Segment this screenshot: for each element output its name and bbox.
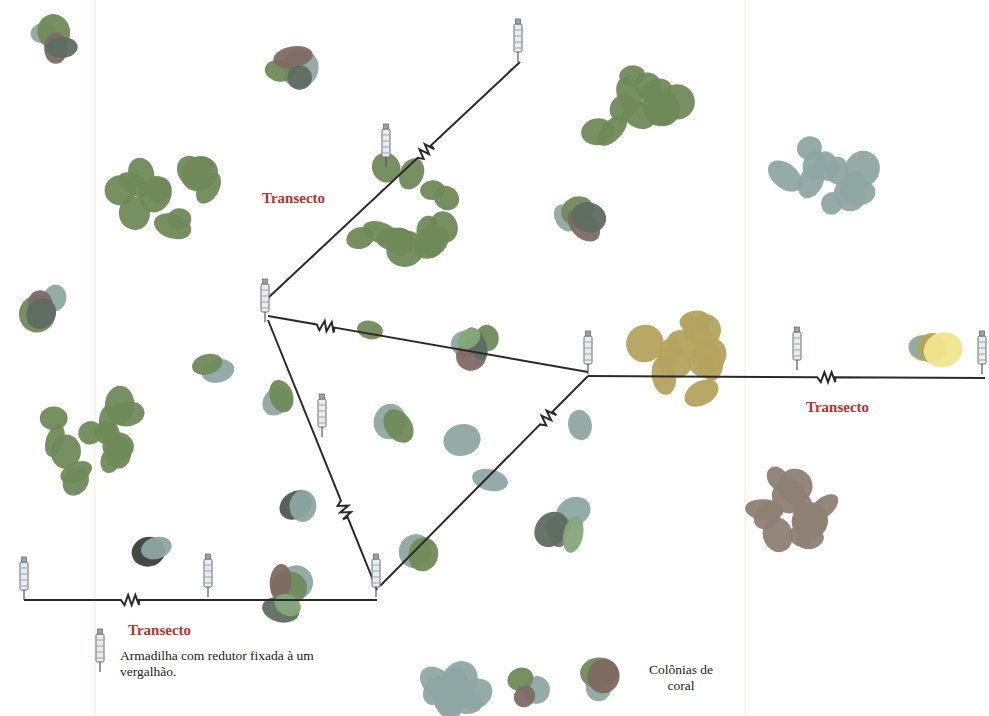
- legend-text: Colônias de coral: [636, 662, 726, 694]
- trap-symbol: [514, 19, 522, 62]
- coral-colony: [762, 462, 793, 495]
- coral-colony: [678, 308, 712, 334]
- coral-colony: [680, 374, 723, 413]
- trap-symbol: [372, 554, 380, 597]
- coral-colony: [584, 656, 622, 696]
- coral-colony: [45, 36, 78, 58]
- coral-colony: [440, 420, 485, 460]
- coral-colony: [579, 116, 615, 147]
- coral-colony: [97, 443, 125, 476]
- transect-label: Transecto: [262, 190, 325, 207]
- coral-colony: [359, 216, 403, 250]
- coral-colony: [108, 399, 146, 428]
- trap-symbol: [20, 557, 28, 600]
- coral-colony: [271, 590, 305, 621]
- coral-colony: [604, 89, 641, 126]
- coral-colony: [509, 681, 539, 711]
- coral-colony: [568, 198, 610, 237]
- coral-colony: [429, 181, 464, 216]
- coral-colony: [762, 154, 808, 198]
- transect-line: [268, 316, 588, 372]
- trap-symbol: [261, 279, 269, 322]
- coral-colony: [138, 533, 174, 563]
- coral-colony: [116, 194, 152, 232]
- coral-colony: [50, 434, 82, 470]
- transect-label: Transecto: [128, 622, 191, 639]
- transect-line: [268, 62, 520, 298]
- coral-colony: [20, 292, 62, 335]
- trap-symbol: [793, 327, 801, 370]
- coral-colony: [274, 484, 318, 525]
- coral-colony: [191, 168, 226, 208]
- transect-line: [268, 320, 377, 590]
- trap-symbol: [204, 554, 212, 597]
- coral-colony: [282, 60, 317, 95]
- coral-colony: [355, 318, 384, 341]
- trap-symbol: [584, 331, 592, 374]
- trap-symbol: [382, 124, 390, 167]
- trap-symbol: [978, 331, 986, 374]
- coral-colony: [190, 351, 225, 379]
- coral-colony: [141, 172, 176, 207]
- coral-colony: [794, 526, 825, 552]
- transect-line: [24, 595, 377, 605]
- coral-colony: [272, 43, 315, 71]
- coral-colony: [646, 89, 682, 128]
- coral-colony: [407, 218, 456, 266]
- coral-colony: [289, 490, 317, 523]
- coral-colony: [793, 133, 825, 164]
- coral-colony: [748, 495, 787, 534]
- transect-line: [588, 372, 985, 382]
- coral-colony: [819, 190, 846, 217]
- coral-colony: [151, 209, 195, 244]
- coral-colony: [560, 515, 587, 555]
- trap-symbol: [318, 394, 326, 437]
- coral-colony: [825, 156, 849, 185]
- coral-colony: [919, 328, 967, 373]
- legend-text: Armadilha com redutor fixada à um vergal…: [120, 648, 350, 680]
- coral-colony: [566, 408, 594, 442]
- coral-colony: [428, 679, 470, 716]
- transect-label: Transecto: [806, 399, 869, 416]
- transect-line: [380, 376, 588, 586]
- coral-colony: [377, 404, 420, 449]
- trap-symbol: [96, 629, 104, 672]
